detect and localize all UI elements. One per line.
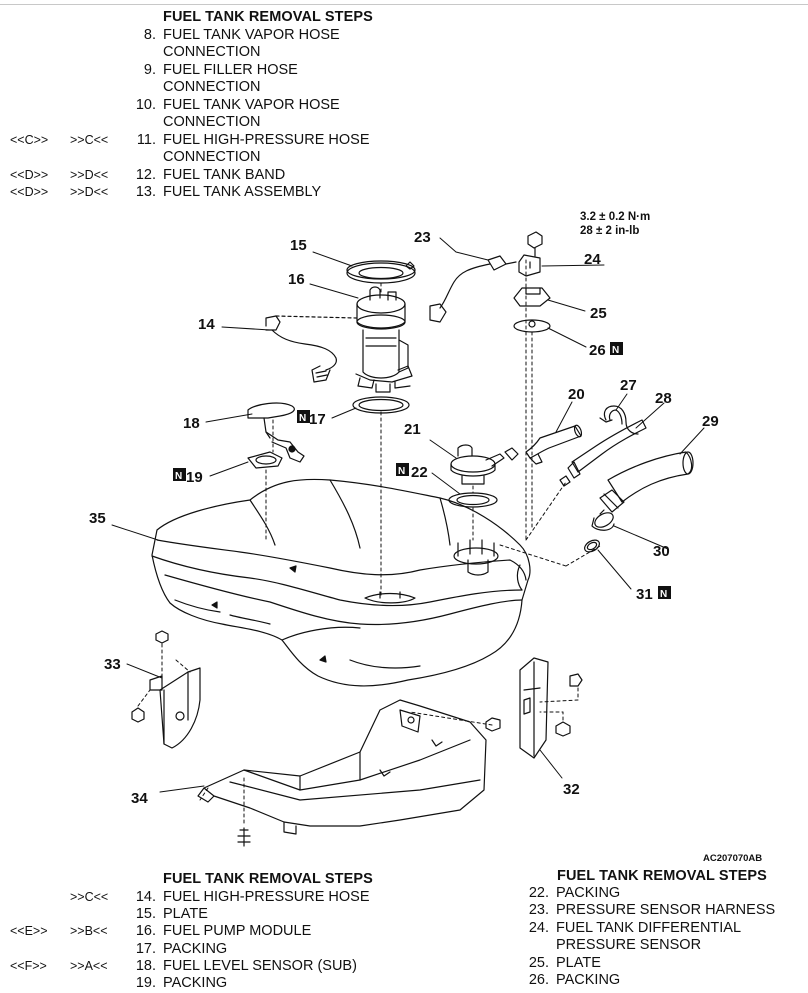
packing-22 bbox=[448, 492, 498, 508]
vapor-hose-20 bbox=[525, 424, 583, 465]
n-badge-icon: N bbox=[658, 586, 671, 600]
packing-17 bbox=[352, 396, 410, 414]
n-badge-icon: N bbox=[297, 410, 310, 424]
svg-text:N: N bbox=[175, 471, 182, 482]
label-32: 32 bbox=[563, 781, 580, 798]
top-divider bbox=[0, 4, 808, 5]
step-8-cont: CONNECTION bbox=[163, 44, 261, 60]
label-18: 18 bbox=[183, 415, 200, 432]
plate-25 bbox=[513, 287, 551, 307]
high-pressure-hose-14 bbox=[265, 315, 357, 383]
vapor-valve-21 bbox=[450, 444, 519, 485]
label-23: 23 bbox=[414, 229, 431, 246]
clamp-30 bbox=[591, 509, 615, 531]
svg-text:N: N bbox=[299, 413, 306, 424]
step-8: 8. FUEL TANK VAPOR HOSE bbox=[143, 27, 340, 43]
o-ring-31 bbox=[584, 539, 600, 553]
filler-hose-28 bbox=[567, 419, 647, 479]
top-steps-title: FUEL TANK REMOVAL STEPS bbox=[163, 9, 373, 25]
step-17: 17. PACKING bbox=[135, 941, 228, 957]
fuel-pump-module-16 bbox=[355, 286, 413, 393]
svg-text:N: N bbox=[398, 466, 405, 477]
label-14: 14 bbox=[198, 316, 215, 333]
n-badge-icon: N bbox=[610, 342, 623, 356]
label-24: 24 bbox=[584, 251, 601, 268]
hose-connector-icon bbox=[559, 475, 571, 487]
step-10-cont: CONNECTION bbox=[163, 114, 261, 130]
step-9-cont: CONNECTION bbox=[163, 79, 261, 95]
differential-pressure-sensor-24 bbox=[518, 231, 543, 277]
step-11-cont: CONNECTION bbox=[163, 149, 261, 165]
fuel-tank-band-34 bbox=[197, 699, 487, 835]
label-26: 26 bbox=[589, 342, 606, 359]
n-badge-icon: N bbox=[173, 468, 186, 482]
bracket-32 bbox=[519, 657, 549, 759]
step-10: 10. FUEL TANK VAPOR HOSE bbox=[135, 97, 340, 113]
label-20: 20 bbox=[568, 386, 585, 403]
step-19: 19. PACKING bbox=[135, 975, 228, 991]
step-23: 23. PRESSURE SENSOR HARNESS bbox=[528, 902, 776, 918]
step-25: 25. PLATE bbox=[528, 955, 601, 971]
torque-spec-inlb: 28 ± 2 in-lb bbox=[580, 225, 639, 237]
label-33: 33 bbox=[104, 656, 121, 673]
step-12: <<D>> >>D<< 12. FUEL TANK BAND bbox=[10, 167, 286, 183]
packing-19 bbox=[247, 451, 283, 469]
step-24: 24. FUEL TANK DIFFERENTIAL bbox=[528, 920, 742, 936]
part-labels: 15 16 14 18 17 19 23 24 25 26 20 27 28 2… bbox=[89, 211, 719, 807]
fuel-tank-35 bbox=[151, 478, 531, 687]
leader-lines bbox=[111, 237, 705, 793]
label-15: 15 bbox=[290, 237, 307, 254]
step-11: <<C>> >>C<< 11. FUEL HIGH-PRESSURE HOSE bbox=[10, 132, 370, 148]
step-18: <<F>> >>A<< 18. FUEL LEVEL SENSOR (SUB) bbox=[10, 958, 357, 974]
step-24-cont: PRESSURE SENSOR bbox=[556, 937, 702, 953]
svg-text:N: N bbox=[660, 589, 667, 600]
n-badge-icon: N bbox=[396, 463, 409, 477]
label-28: 28 bbox=[655, 390, 672, 407]
label-30: 30 bbox=[653, 543, 670, 560]
fuel-tank-exploded-diagram: 15 16 14 18 17 19 23 24 25 26 20 27 28 2… bbox=[89, 211, 719, 847]
packing-26 bbox=[513, 319, 551, 333]
filler-neck-hose-29 bbox=[599, 451, 694, 513]
pressure-sensor-harness-23 bbox=[429, 255, 517, 323]
label-17: 17 bbox=[309, 411, 326, 428]
step-14: >>C<< 14. FUEL HIGH-PRESSURE HOSE bbox=[70, 889, 370, 905]
label-31: 31 bbox=[636, 586, 653, 603]
torque-spec-nm: 3.2 ± 0.2 N·m bbox=[580, 211, 650, 223]
bolts-nuts bbox=[131, 630, 583, 847]
plate-15 bbox=[346, 260, 416, 284]
step-9: 9. FUEL FILLER HOSE bbox=[143, 62, 298, 78]
step-13: <<D>> >>D<< 13. FUEL TANK ASSEMBLY bbox=[10, 184, 322, 200]
hose-27 bbox=[599, 405, 639, 435]
bottom-right-steps-title: FUEL TANK REMOVAL STEPS bbox=[557, 868, 767, 884]
label-29: 29 bbox=[702, 413, 719, 430]
label-16: 16 bbox=[288, 271, 305, 288]
label-19: 19 bbox=[186, 469, 203, 486]
figure-code: AC207070AB bbox=[703, 853, 763, 864]
fuel-level-sensor-18 bbox=[247, 402, 305, 463]
bracket-33 bbox=[149, 667, 201, 749]
step-15: 15. PLATE bbox=[135, 906, 208, 922]
assembly-guide-lines bbox=[137, 259, 601, 827]
step-22: 22. PACKING bbox=[528, 885, 621, 901]
replace-badges: N N N N N bbox=[173, 342, 671, 600]
label-34: 34 bbox=[131, 790, 148, 807]
label-25: 25 bbox=[590, 305, 607, 322]
label-22: 22 bbox=[411, 464, 428, 481]
step-16: <<E>> >>B<< 16. FUEL PUMP MODULE bbox=[10, 923, 312, 939]
svg-text:N: N bbox=[612, 345, 619, 356]
step-26: 26. PACKING bbox=[528, 972, 621, 988]
label-27: 27 bbox=[620, 377, 637, 394]
label-35: 35 bbox=[89, 510, 106, 527]
label-21: 21 bbox=[404, 421, 421, 438]
bottom-left-steps-title: FUEL TANK REMOVAL STEPS bbox=[163, 871, 373, 887]
